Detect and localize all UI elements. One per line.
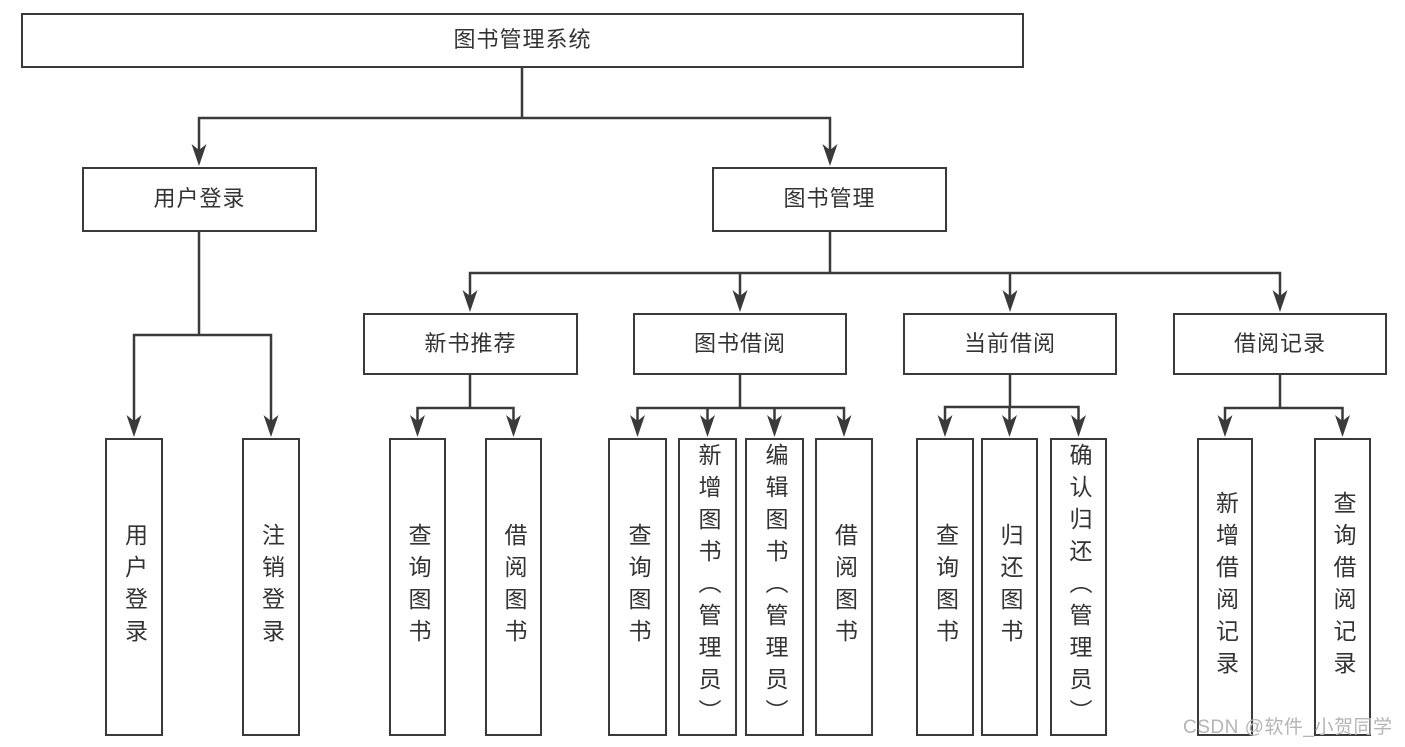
arrow-icon bbox=[732, 290, 748, 312]
arrow-icon bbox=[1217, 415, 1233, 437]
connector-book-management bbox=[468, 228, 1282, 299]
leaf-confirm-return-admin: 确认归还（管理员） bbox=[1050, 438, 1107, 736]
arrow-icon bbox=[1335, 415, 1350, 437]
node-borrow-records: 借阅记录 bbox=[1173, 313, 1387, 375]
arrow-icon bbox=[700, 415, 715, 437]
connector-root bbox=[197, 64, 832, 153]
arrow-icon bbox=[1272, 290, 1288, 312]
arrow-icon bbox=[191, 144, 207, 166]
node-root-system: 图书管理系统 bbox=[21, 13, 1024, 68]
arrow-icon bbox=[1002, 290, 1018, 312]
arrow-icon bbox=[126, 415, 142, 437]
node-user-login: 用户登录 bbox=[82, 167, 317, 232]
leaf-logout: 注销登录 bbox=[242, 438, 300, 736]
connector-new-books bbox=[416, 371, 515, 424]
leaf-query-borrow-record: 查询借阅记录 bbox=[1314, 438, 1371, 736]
connector-book-borrow bbox=[636, 371, 846, 424]
node-current-borrow: 当前借阅 bbox=[903, 313, 1117, 375]
leaf-query-books-newbooks: 查询图书 bbox=[389, 438, 446, 736]
arrow-icon bbox=[836, 415, 852, 437]
arrow-icon bbox=[263, 415, 279, 437]
arrowheads bbox=[126, 144, 1350, 437]
leaf-borrow-books-borrow: 借阅图书 bbox=[815, 438, 873, 736]
arrow-icon bbox=[410, 415, 425, 437]
arrow-icon bbox=[506, 415, 521, 437]
arrow-icon bbox=[1071, 415, 1086, 437]
arrow-icon bbox=[462, 290, 478, 312]
arrow-icon bbox=[630, 415, 645, 437]
leaf-edit-book-admin: 编辑图书（管理员） bbox=[745, 438, 804, 736]
arrow-icon bbox=[822, 144, 838, 166]
arrow-icon bbox=[767, 415, 782, 437]
leaf-return-books: 归还图书 bbox=[981, 438, 1038, 736]
leaf-add-book-admin: 新增图书（管理员） bbox=[678, 438, 737, 736]
node-book-borrow: 图书借阅 bbox=[633, 313, 847, 375]
connector-borrow-records bbox=[1223, 371, 1344, 424]
leaf-query-books-current: 查询图书 bbox=[916, 438, 974, 736]
arrow-icon bbox=[1002, 415, 1017, 437]
connector-current-borrow bbox=[943, 371, 1080, 424]
leaf-user-login: 用户登录 bbox=[105, 438, 163, 736]
connector-user-login bbox=[132, 228, 273, 424]
arrow-icon bbox=[937, 415, 953, 437]
leaf-query-books-borrow: 查询图书 bbox=[608, 438, 667, 736]
node-new-books: 新书推荐 bbox=[363, 313, 578, 375]
node-book-management: 图书管理 bbox=[712, 167, 947, 232]
leaf-add-borrow-record: 新增借阅记录 bbox=[1197, 438, 1253, 736]
csdn-watermark: CSDN @软件_小贺同学 bbox=[1183, 717, 1393, 738]
leaf-borrow-books-newbooks: 借阅图书 bbox=[485, 438, 542, 736]
